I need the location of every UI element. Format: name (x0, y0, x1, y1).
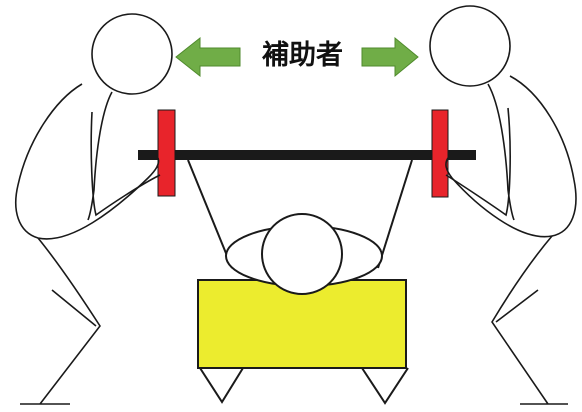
spotter-label: 補助者 (261, 40, 343, 71)
lifter-head (261, 213, 343, 295)
bench-right-leg (361, 367, 409, 405)
barbell (138, 109, 476, 198)
bench-left-leg (199, 367, 244, 404)
right-spotter-head (429, 5, 511, 87)
lifter-right-arm (377, 159, 413, 269)
right-spotter-back (487, 83, 515, 221)
left-spotter-back (87, 91, 113, 221)
barbell-bar (138, 150, 476, 160)
arrow-left-icon (175, 36, 241, 78)
right-weight-plate (431, 109, 449, 198)
left-weight-plate (157, 109, 176, 197)
left-spotter-body (15, 83, 160, 240)
right-spotter (429, 5, 577, 405)
left-spotter (15, 13, 173, 405)
lifter (187, 159, 413, 295)
right-spotter-body (445, 75, 577, 238)
right-spotter-arm (445, 107, 511, 217)
left-spotter-leg (20, 237, 101, 405)
right-spotter-leg (491, 235, 568, 405)
bench (197, 279, 409, 405)
left-spotter-head (91, 13, 173, 95)
lifter-left-arm (187, 159, 233, 269)
left-spotter-arm (90, 111, 161, 217)
spotter-label-group: 補助者 (175, 36, 419, 78)
arrow-right-icon (361, 36, 419, 78)
